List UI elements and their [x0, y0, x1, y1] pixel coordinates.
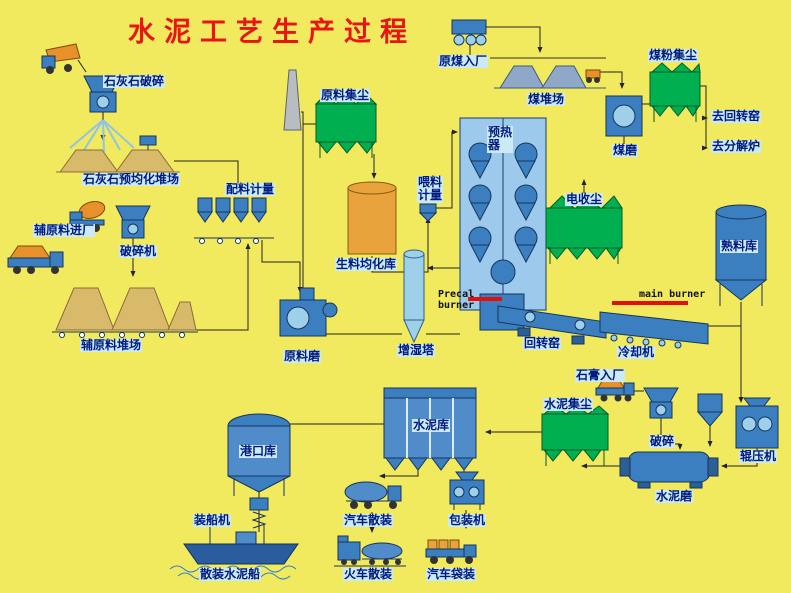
- to-calciner-label: 去分解炉: [711, 139, 762, 154]
- truck-bulk-loading-label: 汽车散装: [343, 513, 394, 528]
- aux-stockpile-icon: [52, 287, 198, 338]
- humidifying-tower-label: 增湿塔: [397, 343, 436, 358]
- rotary-kiln-label: 回转窑: [523, 336, 562, 351]
- bag-truck-icon: [425, 539, 477, 564]
- rotary-kiln-icon: [497, 305, 607, 345]
- limestone-preblending-yard-label: 石灰石预均化堆场: [82, 172, 181, 187]
- port-silo-label: 港口库: [239, 444, 278, 459]
- cement-mill-icon: [619, 451, 719, 489]
- coal-mill-label: 煤磨: [612, 143, 639, 158]
- raw-dust-collection-label: 原料集尘: [320, 88, 371, 103]
- flow-lines: [77, 26, 758, 533]
- ship-loader-label: 装船机: [193, 513, 232, 528]
- coal-mill-icon: [605, 95, 643, 137]
- coal-yard-label: 煤堆场: [527, 92, 566, 107]
- wheel-loader-icon: [585, 69, 601, 83]
- roller-press-label: 辊压机: [739, 449, 778, 464]
- main-burner-label: main burner: [639, 289, 706, 300]
- roller-press-icon: [735, 397, 779, 449]
- aux-material-inbound-label: 辅原料进厂: [33, 223, 96, 238]
- raw-mill-label: 原料磨: [283, 349, 322, 364]
- cement-dust-collector-icon: [541, 405, 610, 466]
- precal-burner-flame: [468, 297, 502, 301]
- ship-loader-icon: [249, 497, 269, 529]
- preheater-label: 预热 器: [487, 125, 514, 153]
- limestone-stockpile-icon: [56, 149, 180, 173]
- gypsum-crushing-label: 破碎: [649, 434, 676, 449]
- coal-yard-icon: [490, 57, 606, 89]
- feed-metering-icon: [418, 203, 438, 222]
- feed-metering-label: 喂料 计量: [417, 175, 444, 203]
- cement-dust-collection-label: 水泥集尘: [543, 397, 594, 412]
- reclaimer-icon: [139, 135, 157, 150]
- bulk-truck-icon: [344, 481, 402, 509]
- raw-mill-icon: [279, 287, 338, 337]
- raw-coal-inbound-label: 原煤入厂: [438, 54, 489, 69]
- clinker-silo-icon: [714, 204, 768, 306]
- aux-crusher-icon: [115, 205, 151, 239]
- raw-meal-silo-label: 生料均化库: [335, 257, 398, 272]
- humidifier-tower-icon: [403, 249, 425, 344]
- ep-collector-label: 电收尘: [565, 192, 604, 207]
- packer-icon: [449, 471, 485, 510]
- loaded-truck-icon: [7, 245, 64, 274]
- stacker-fan-icon: [69, 119, 135, 153]
- diagram-title: 水泥工艺生产过程: [128, 17, 416, 48]
- clinker-silo-label: 熟料库: [720, 239, 759, 254]
- limestone-crushing-label: 石灰石破碎: [103, 74, 166, 89]
- crusher-label: 破碎机: [119, 244, 158, 259]
- gypsum-inbound-label: 石膏入厂: [575, 368, 626, 383]
- raw-meal-silo-icon: [347, 181, 397, 255]
- main-burner-flame: [612, 301, 688, 305]
- chimney-icon: [283, 69, 302, 131]
- gypsum-crusher-icon: [643, 387, 679, 419]
- cooler-label: 冷却机: [617, 345, 656, 360]
- aux-material-yard-label: 辅原料堆场: [80, 338, 143, 353]
- packing-machine-label: 包装机: [448, 513, 487, 528]
- mill-feed-hopper-icon: [696, 393, 724, 427]
- grate-cooler-icon: [599, 311, 709, 349]
- bulk-cement-ship-label: 散装水泥船: [199, 567, 262, 582]
- precal-burner-label: Precal burner: [438, 289, 475, 312]
- dump-truck-icon: [41, 43, 81, 74]
- train-icon: [334, 535, 406, 567]
- coal-dust-collector-icon: [649, 62, 701, 122]
- raw-dust-collector-icon: [314, 93, 378, 158]
- coal-dust-collection-label: 煤粉集尘: [648, 48, 699, 63]
- coal-unloader-icon: [451, 19, 487, 46]
- cement-mill-label: 水泥磨: [655, 489, 694, 504]
- batching-metering-label: 配料计量: [225, 182, 276, 197]
- cement-silo-label: 水泥库: [412, 418, 451, 433]
- truck-bag-loading-label: 汽车袋装: [426, 567, 477, 582]
- train-bulk-loading-label: 火车散装: [343, 567, 394, 582]
- batching-hoppers-icon: [194, 197, 274, 244]
- to-rotary-kiln-label: 去回转窑: [711, 109, 762, 124]
